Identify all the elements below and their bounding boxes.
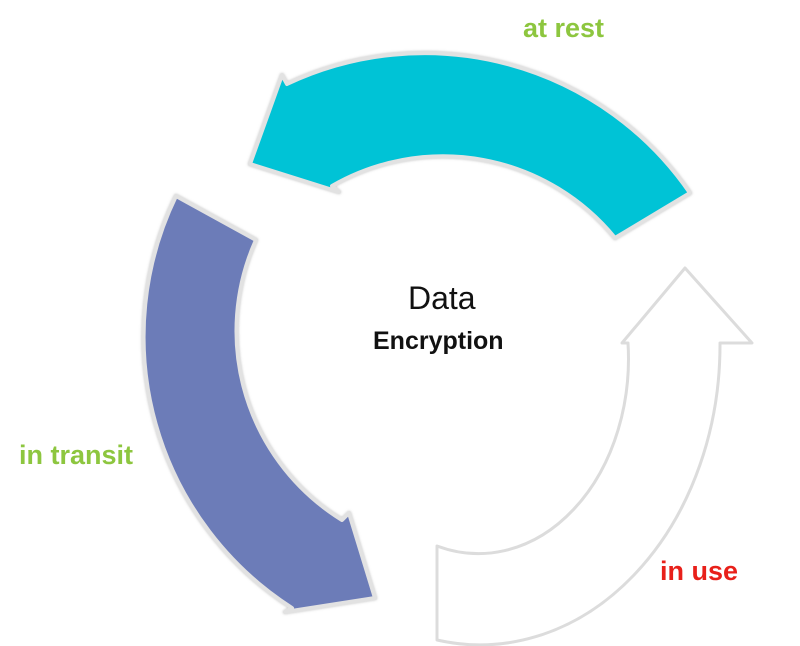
at-rest-label: at rest: [523, 13, 605, 43]
in-use-arrow: [435, 266, 754, 646]
diagram-subtitle: Encryption: [373, 327, 504, 355]
in-use-label: in use: [660, 556, 739, 586]
at-rest-arrow: [248, 51, 692, 240]
in-transit-label: in transit: [19, 440, 134, 470]
in-transit-arrow: [141, 194, 377, 614]
diagram-title: Data: [408, 280, 476, 316]
